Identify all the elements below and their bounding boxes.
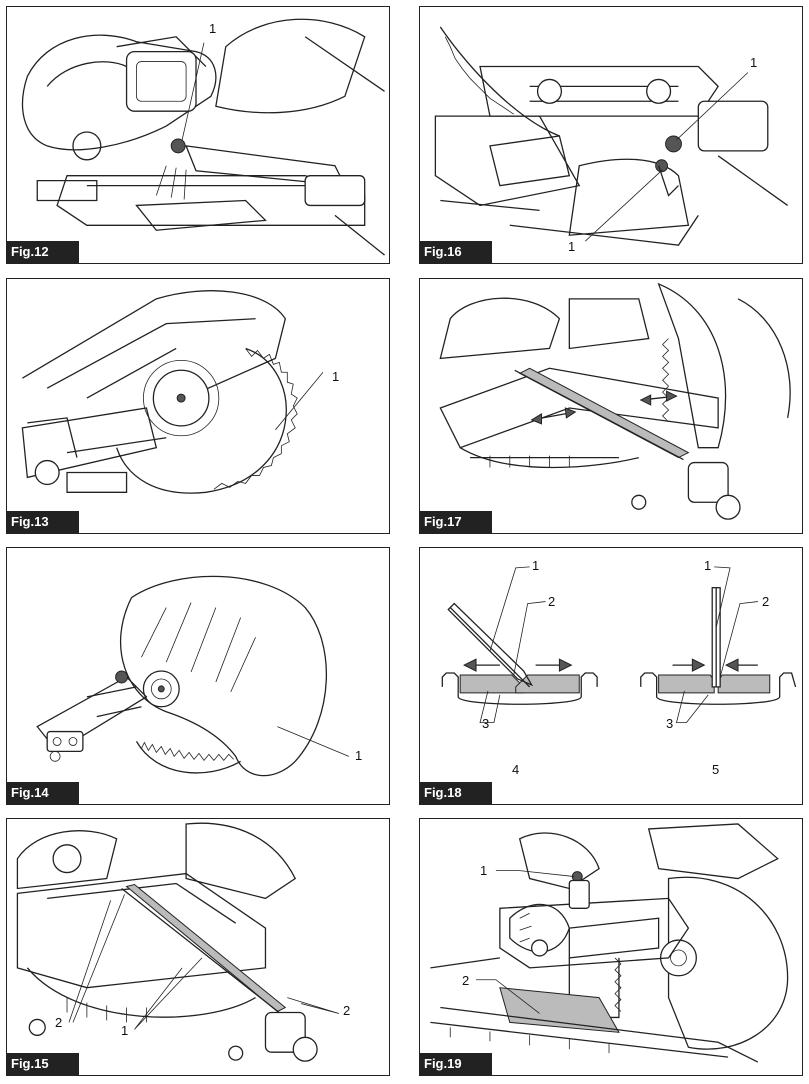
fig17-illustration <box>439 282 791 520</box>
fig16-illustration <box>434 26 788 246</box>
fig17-label: Fig.17 <box>420 511 492 533</box>
fig18-callout-2b: 2 <box>762 594 770 609</box>
fig16-callout-1a: 1 <box>750 55 758 70</box>
fig15-callout-2b: 2 <box>343 1003 351 1018</box>
fig18-callout-3a: 3 <box>482 716 490 731</box>
fig15-label: Fig.15 <box>7 1053 79 1075</box>
fig18-label: Fig.18 <box>420 782 492 804</box>
fig18-label-5: 5 <box>712 762 720 777</box>
fig15-callout-2a: 2 <box>55 1015 63 1030</box>
fig18-illustration <box>441 566 797 724</box>
fig12-label: Fig.12 <box>7 241 79 263</box>
fig19-illustration <box>430 823 789 1063</box>
figure-14: 1 Fig.14 <box>6 547 390 805</box>
figure-15: 2 1 2 Fig.15 <box>6 818 390 1076</box>
figure-13: 1 Fig.13 <box>6 278 390 534</box>
fig19-callout-1: 1 <box>480 863 488 878</box>
fig13-label: Fig.13 <box>7 511 79 533</box>
figure-18: 1 2 3 4 1 2 3 5 Fig.18 <box>419 547 803 805</box>
figure-12: 1 Fig.12 <box>6 6 390 264</box>
fig18-callout-2a: 2 <box>548 594 556 609</box>
fig16-label: Fig.16 <box>420 241 492 263</box>
fig15-illustration <box>16 822 340 1062</box>
fig19-label: Fig.19 <box>420 1053 492 1075</box>
fig18-callout-1b: 1 <box>704 558 712 573</box>
fig13-illustration <box>21 290 324 494</box>
fig16-callout-1b: 1 <box>568 239 576 254</box>
fig12-callout-1: 1 <box>209 21 217 36</box>
fig18-label-4: 4 <box>512 762 520 777</box>
fig14-illustration <box>36 575 349 777</box>
fig15-callout-1: 1 <box>121 1023 129 1038</box>
fig18-callout-3b: 3 <box>666 716 674 731</box>
figure-17: Fig.17 <box>419 278 803 534</box>
figure-16: 1 1 Fig.16 <box>419 6 803 264</box>
fig18-callout-1a: 1 <box>532 558 540 573</box>
fig19-callout-2: 2 <box>462 973 470 988</box>
fig14-label: Fig.14 <box>7 782 79 804</box>
fig13-callout-1: 1 <box>332 369 340 384</box>
figure-19: 1 2 Fig.19 <box>419 818 803 1076</box>
fig12-illustration <box>21 18 385 256</box>
fig14-callout-1: 1 <box>355 748 363 763</box>
